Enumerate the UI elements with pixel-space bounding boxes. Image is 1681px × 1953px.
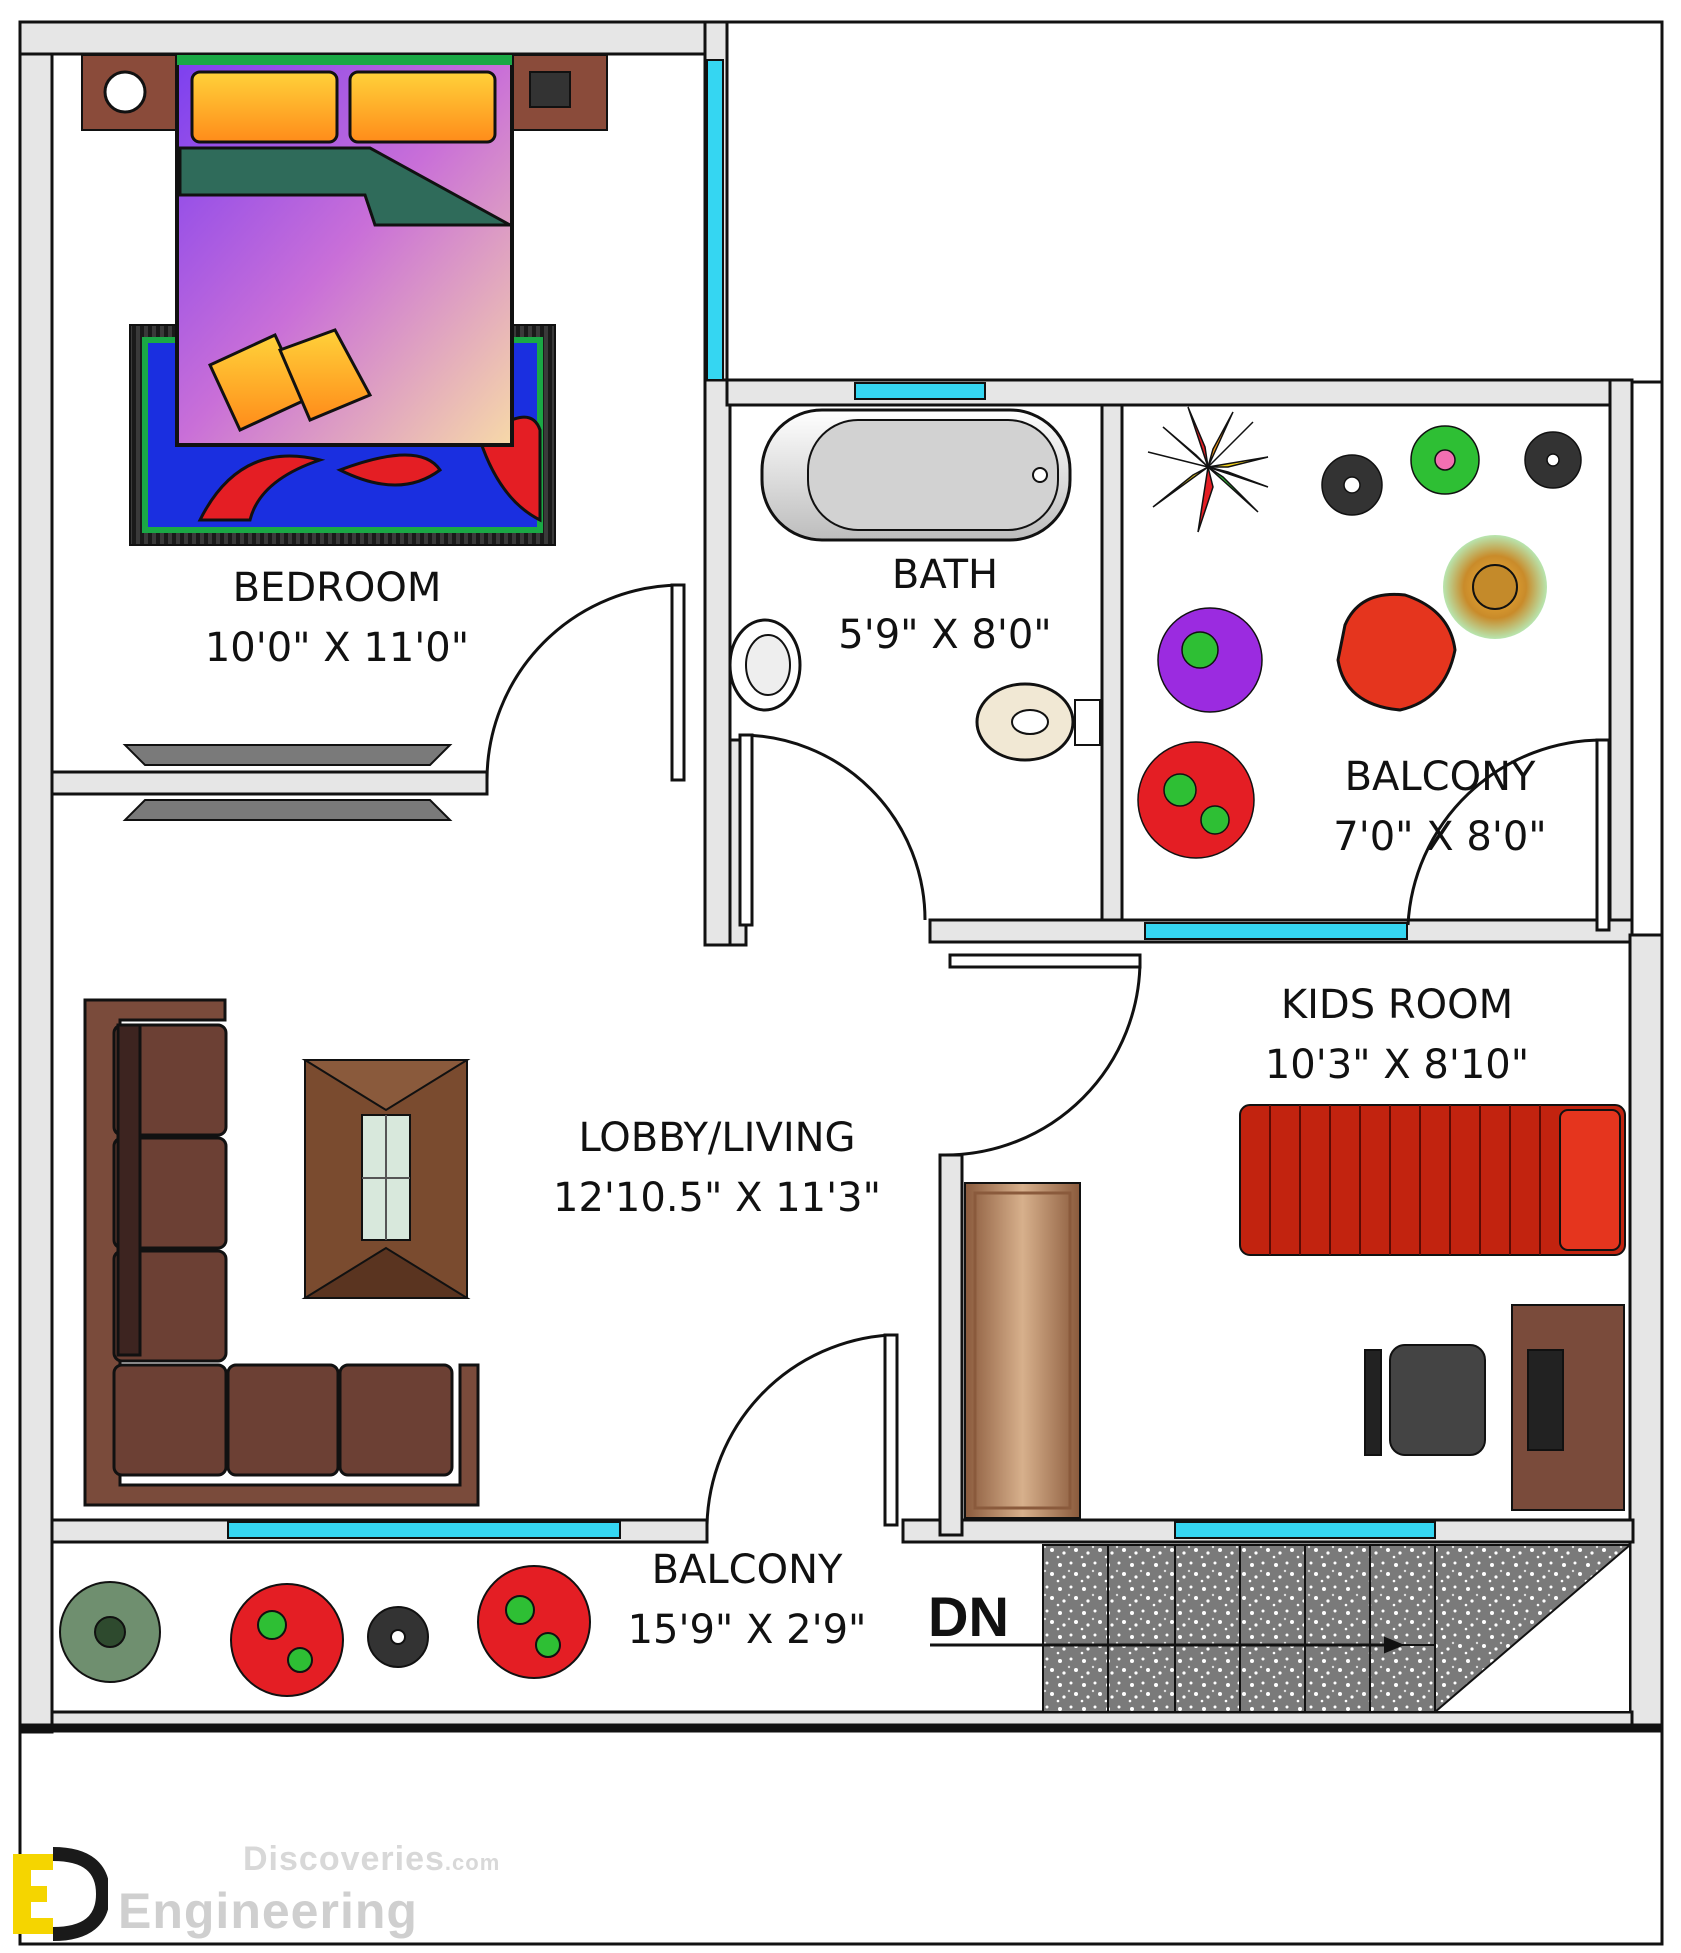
wardrobe — [964, 1182, 1081, 1519]
bed-set — [81, 53, 608, 546]
doors — [485, 583, 1611, 1527]
walls — [18, 20, 1664, 1734]
watermark-top-suffix: .com — [444, 1850, 501, 1875]
watermark-top-text: Discoveries — [243, 1840, 445, 1878]
balcony-top-name: BALCONY — [1344, 754, 1536, 800]
bath-name: BATH — [891, 552, 999, 598]
tv-unit — [122, 744, 453, 821]
bedroom-size: 10'0" X 11'0" — [204, 625, 470, 671]
watermark-bottom: Engineering — [118, 1883, 418, 1939]
balcony-top-label: BALCONY 7'0" X 8'0" — [1333, 747, 1546, 867]
kids-bed — [1239, 1104, 1626, 1256]
balcony-bottom-size: 15'9" X 2'9" — [627, 1607, 867, 1653]
sofa — [83, 998, 480, 1507]
windows — [227, 59, 1436, 1539]
kids-room-label: KIDS ROOM 10'3" X 8'10" — [1265, 975, 1529, 1095]
balcony-bottom-name: BALCONY — [651, 1547, 843, 1593]
toilet — [975, 682, 1101, 762]
bedroom-name: BEDROOM — [232, 565, 442, 611]
balcony-bottom-label: BALCONY 15'9" X 2'9" — [628, 1540, 867, 1660]
coffee-table — [301, 1059, 471, 1299]
bedroom-label: BEDROOM 10'0" X 11'0" — [205, 558, 469, 678]
chair — [1364, 1344, 1486, 1456]
stairs — [930, 1542, 1631, 1713]
balcony-plants-top — [1137, 406, 1582, 859]
bathtub — [760, 408, 1072, 542]
bath-size: 5'9" X 8'0" — [838, 612, 1052, 658]
stairs-down-label: DN — [928, 1585, 1009, 1648]
kids-room-name: KIDS ROOM — [1280, 982, 1514, 1028]
bath-label: BATH 5'9" X 8'0" — [838, 545, 1051, 665]
washbasin — [728, 618, 802, 712]
balcony-top-size: 7'0" X 8'0" — [1333, 814, 1547, 860]
watermark: Discoveries.com Engineering — [8, 1838, 528, 1948]
lobby-size: 12'10.5" X 11'3" — [553, 1175, 881, 1221]
brand-logo-icon — [13, 1847, 108, 1941]
study-table — [1511, 1304, 1625, 1511]
lobby-label: LOBBY/LIVING 12'10.5" X 11'3" — [553, 1108, 881, 1228]
watermark-top: Discoveries.com — [243, 1840, 500, 1879]
balcony-plants-bottom — [59, 1565, 591, 1697]
lobby-name: LOBBY/LIVING — [578, 1115, 856, 1161]
kids-room-size: 10'3" X 8'10" — [1264, 1042, 1530, 1088]
